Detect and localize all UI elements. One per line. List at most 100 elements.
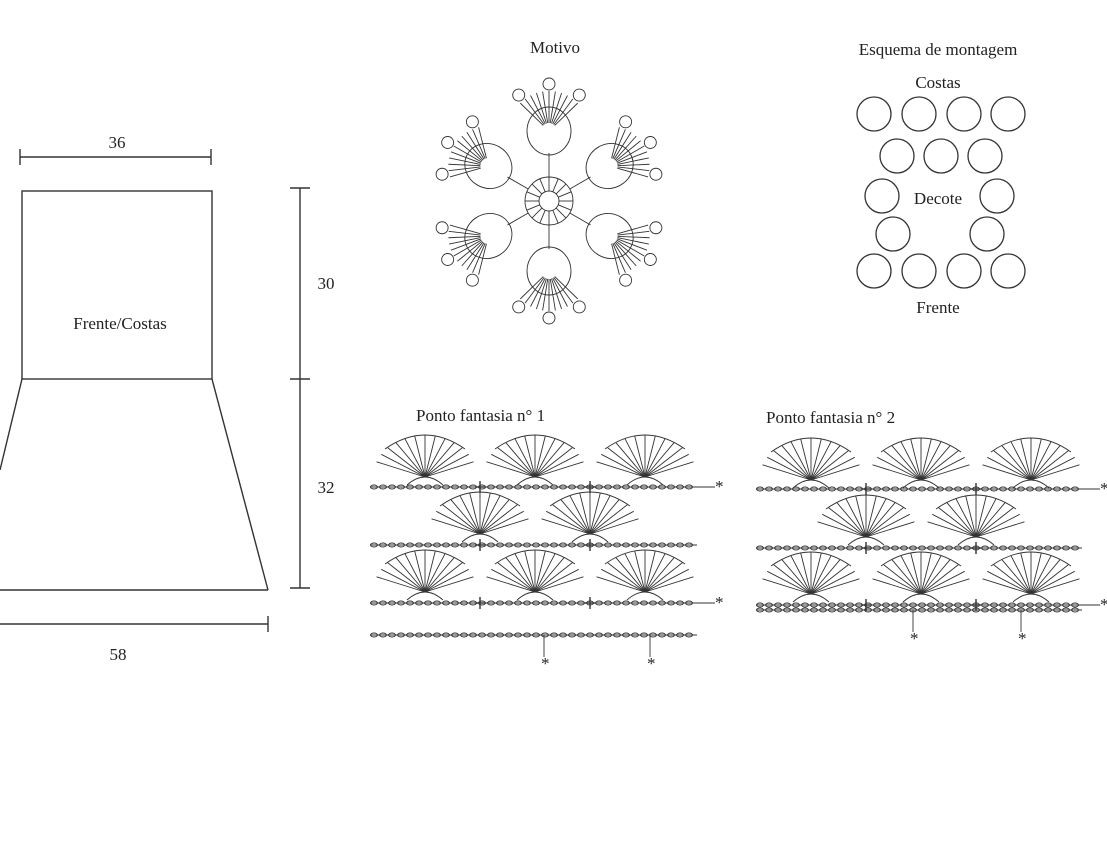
chain-stitch — [496, 600, 504, 606]
chain-stitch — [999, 607, 1007, 613]
chain-stitch — [954, 486, 962, 492]
motif-fan-stitch — [553, 277, 574, 304]
fan-stitch — [546, 510, 591, 535]
chain-stitch — [900, 602, 908, 608]
fan-arc — [990, 437, 1072, 453]
motif-fan-stitch — [612, 129, 626, 159]
motif-picot — [435, 221, 449, 235]
chain-stitch — [1071, 486, 1079, 492]
chain-stitch — [792, 607, 800, 613]
fan-stitch — [376, 461, 426, 478]
motif-diagram: Motivo — [435, 38, 663, 325]
chain-stitch — [505, 600, 513, 606]
fan-stitch — [993, 450, 1032, 481]
chain-stitch — [819, 602, 827, 608]
chain-stitch — [460, 600, 468, 606]
fan-stitch — [644, 576, 694, 593]
motif-fan-stitch — [457, 240, 483, 262]
fan-arc — [770, 551, 852, 567]
lower-panel-left-edge — [0, 378, 23, 471]
chain-stitch — [855, 607, 863, 613]
chain-stitch — [801, 607, 809, 613]
chain-stitch — [828, 486, 836, 492]
motif-center-stitch — [531, 207, 543, 219]
chain-stitch — [783, 486, 791, 492]
stitch-pattern-2: Ponto fantasia n° 2 **** — [756, 408, 1107, 648]
motif-fan-stitch — [478, 243, 487, 275]
chain-stitch — [424, 542, 432, 548]
motif-fan-stitch — [530, 277, 546, 307]
chain-stitch — [810, 486, 818, 492]
chain-stitch — [514, 632, 522, 638]
motif-fan-stitch — [535, 92, 547, 124]
motif-picot — [512, 300, 526, 314]
fan-stitch — [920, 578, 970, 595]
piece-label: Frente/Costas — [73, 314, 167, 333]
fan-stitch — [822, 513, 867, 538]
chain-stitch — [640, 484, 648, 490]
chain-stitch — [595, 484, 603, 490]
chain-stitch — [406, 600, 414, 606]
fan-stitch — [534, 453, 579, 478]
chain-stitch — [451, 632, 459, 638]
chain-stitch — [909, 602, 917, 608]
chain-stitch — [1044, 545, 1052, 551]
motif-fan-stitch — [617, 167, 649, 178]
fan-stitch — [486, 461, 536, 478]
fan-stitch — [790, 555, 812, 595]
chain-stitch — [999, 545, 1007, 551]
fan-base-arc — [1012, 479, 1050, 489]
motif-fan-stitch — [453, 145, 482, 163]
chain-stitch — [864, 607, 872, 613]
fan-stitch — [634, 435, 646, 478]
motif-fan-stitch — [552, 95, 568, 125]
motif-fan-stitch — [478, 127, 487, 159]
chain-stitch — [927, 607, 935, 613]
motif-fan-stitch — [617, 235, 650, 239]
motif-circle — [969, 216, 1005, 252]
assembly-title: Esquema de montagem — [859, 40, 1018, 59]
motif-circle — [967, 138, 1003, 174]
fan-stitch — [497, 562, 536, 593]
motif-fan-stitch — [449, 167, 481, 178]
top-width-label: 36 — [109, 133, 126, 152]
chain-stitch — [999, 602, 1007, 608]
chain-stitch — [622, 542, 630, 548]
chain-stitch — [667, 632, 675, 638]
chain-stitch — [514, 600, 522, 606]
chain-stitch — [505, 632, 513, 638]
fan-stitch — [810, 564, 849, 595]
chain-stitch — [523, 484, 531, 490]
chain-stitch — [559, 632, 567, 638]
fan-stitch — [479, 510, 524, 535]
chain-stitch — [658, 484, 666, 490]
fan-arc — [880, 437, 962, 453]
chain-stitch — [631, 600, 639, 606]
motif-fan-stitch — [448, 166, 481, 172]
chain-stitch — [882, 545, 890, 551]
fan-stitch — [596, 461, 646, 478]
motif-center-stitch — [526, 204, 540, 211]
motif-picot — [512, 88, 526, 102]
fan-stitch — [1010, 555, 1032, 595]
fan-stitch — [773, 450, 812, 481]
chain-stitch — [415, 632, 423, 638]
motif-petal — [464, 143, 513, 189]
chain-stitch — [990, 607, 998, 613]
motif-picot — [441, 136, 455, 149]
lower-height-label: 32 — [318, 478, 335, 497]
fan-stitch — [982, 578, 1032, 595]
chain-stitch — [819, 486, 827, 492]
garment-schematic: 36 Frente/Costas 30 32 58 — [0, 133, 335, 664]
motif-petal-stem — [569, 176, 591, 190]
fan-stitch — [560, 499, 591, 535]
chain-stitch — [882, 486, 890, 492]
fan-arc — [494, 549, 576, 565]
motif-fan-stitch — [542, 278, 549, 311]
chain-stitch — [756, 545, 764, 551]
chain-stitch — [792, 486, 800, 492]
fan-stitch — [781, 559, 812, 595]
motif-fan-stitch — [450, 151, 482, 164]
fan-stitch — [479, 504, 518, 535]
chain-stitch — [478, 632, 486, 638]
